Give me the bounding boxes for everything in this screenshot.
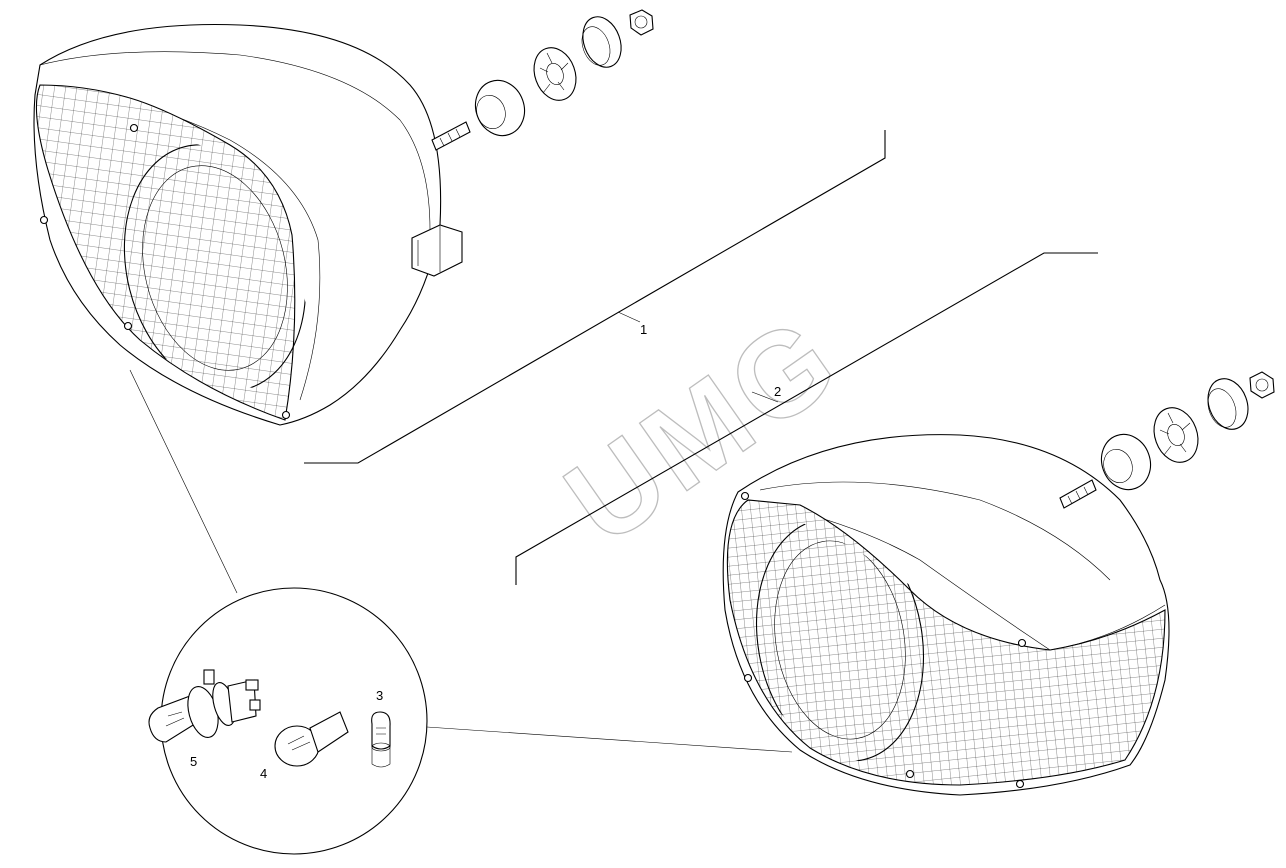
- leader-line-detail-right: [426, 726, 793, 753]
- bulb-detail-circle: 3 4 5: [148, 587, 428, 855]
- nut-icon: [629, 9, 654, 36]
- bulb-icon: [371, 711, 391, 768]
- callout-4: 4: [260, 766, 267, 781]
- mounting-kit-left: [474, 9, 654, 137]
- callout-3: 3: [376, 688, 383, 703]
- headlamp-right: [722, 434, 1170, 796]
- headlamp-left: [33, 24, 471, 426]
- callout-5: 5: [190, 754, 197, 769]
- nut-icon: [1249, 371, 1275, 399]
- leader-bracket-2: [515, 252, 1098, 585]
- mounting-kit-right: [1100, 371, 1275, 491]
- leader-line-detail-left: [129, 369, 238, 594]
- bulb-icon: [274, 711, 349, 767]
- bulb-icon: [148, 669, 261, 743]
- callout-2: 2: [774, 384, 781, 399]
- leader-bracket-1: [304, 130, 886, 464]
- callout-1: 1: [640, 322, 647, 337]
